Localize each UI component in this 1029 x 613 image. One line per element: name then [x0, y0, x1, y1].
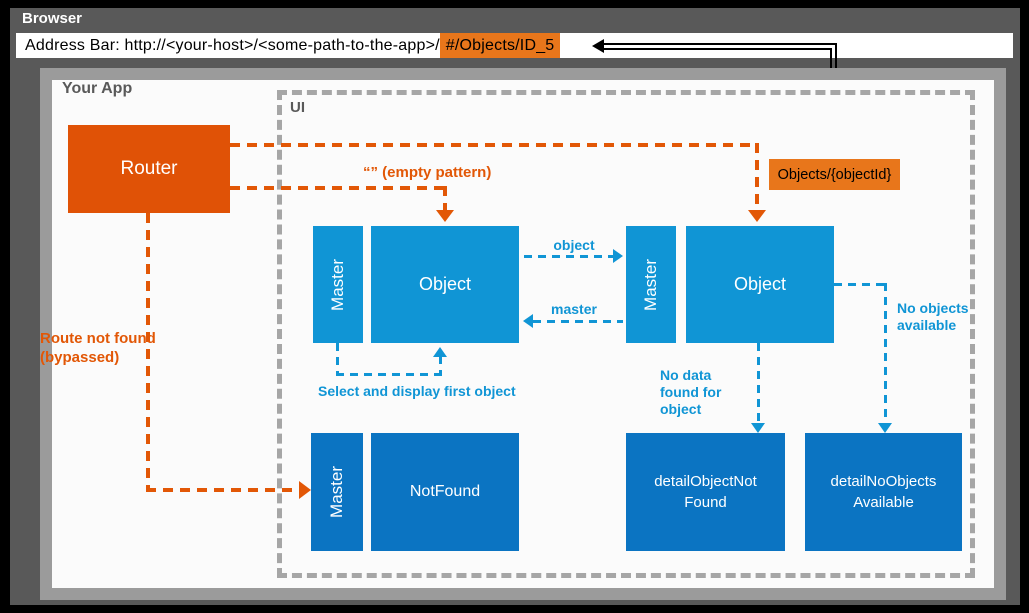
your-app-title: Your App: [62, 80, 133, 97]
ui-dashed-container: [277, 90, 975, 578]
view-master-2: Master: [626, 226, 676, 343]
route-notfound-arrowhead-icon: [299, 481, 311, 499]
address-bar[interactable]: Address Bar: http://<your-host>/<some-pa…: [16, 33, 1013, 58]
objects-pattern-badge: Objects/{objectId}: [769, 159, 900, 190]
route-objectid-line-v: [755, 143, 759, 211]
address-hash-highlight: #/Objects/ID_5: [439, 33, 561, 58]
no-objects-line-v: [884, 283, 887, 425]
object-edge-line: [524, 255, 614, 258]
browser-window-title: Browser: [22, 10, 83, 27]
route-notfound-line-h: [146, 488, 301, 492]
route-empty-arrowhead-icon: [436, 210, 454, 222]
no-data-label: No data found for object: [660, 367, 722, 417]
address-url-text: Address Bar: http://<your-host>/<some-pa…: [25, 36, 440, 54]
master-edge-arrowhead-icon: [523, 314, 533, 328]
arrowhead-to-address-icon: [592, 39, 604, 53]
no-objects-line-h: [834, 283, 887, 286]
master-edge-line: [533, 320, 623, 323]
route-empty-line-v: [443, 186, 447, 211]
ui-title: UI: [290, 99, 305, 116]
view-detail-object-not-found: detailObjectNot Found: [626, 433, 785, 551]
select-first-label: Select and display first object: [318, 383, 516, 399]
route-not-found-label: Route not found (bypassed): [40, 330, 156, 366]
view-master-1: Master: [313, 226, 363, 343]
no-data-line-v: [757, 343, 760, 425]
view-detail-no-objects-available: detailNoObjects Available: [805, 433, 962, 551]
object-edge-label: object: [553, 237, 595, 253]
view-object-2: Object: [686, 226, 834, 343]
master-edge-label: master: [551, 301, 597, 317]
no-data-arrowhead-icon: [751, 423, 765, 433]
route-objectid-line-h: [230, 143, 758, 147]
route-objectid-arrowhead-icon: [748, 210, 766, 222]
route-notfound-line-v: [146, 213, 150, 490]
select-first-arrowhead-icon: [433, 347, 447, 357]
router-box: Router: [68, 125, 230, 213]
no-objects-arrowhead-icon: [878, 423, 892, 433]
empty-pattern-label: “” (empty pattern): [363, 164, 492, 181]
view-master-3: Master: [311, 433, 363, 551]
select-first-line-v1: [336, 343, 339, 376]
select-first-line-v2: [439, 356, 442, 376]
select-first-line-h: [336, 373, 442, 376]
view-notfound: NotFound: [371, 433, 519, 551]
view-object-1: Object: [371, 226, 519, 343]
route-empty-line-h: [230, 186, 447, 190]
object-edge-arrowhead-icon: [613, 249, 623, 263]
no-objects-label: No objects available: [897, 300, 969, 333]
